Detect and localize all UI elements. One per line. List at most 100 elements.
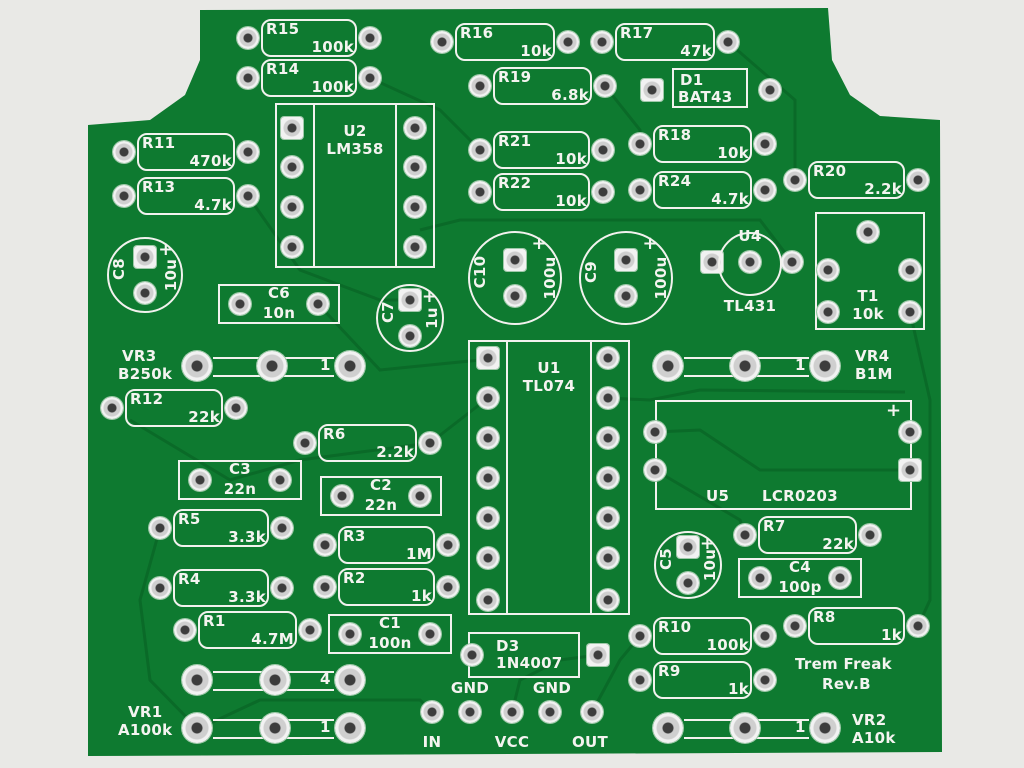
solder-pad (404, 117, 426, 139)
reference-label-c4: C4 (788, 558, 812, 576)
value-label-c9: 100u (652, 256, 670, 300)
electrolytic-outline-c9 (579, 231, 673, 325)
pot-pad-vr3 (257, 351, 287, 381)
solder-pad (307, 293, 329, 315)
diode-outline-d1 (672, 68, 748, 108)
solder-pad (677, 572, 699, 594)
value-label-c3: 22n (223, 480, 257, 498)
value-label-r12: 22k (188, 408, 220, 426)
solder-pad (477, 547, 499, 569)
solder-pad (594, 75, 616, 97)
solder-pad (469, 139, 491, 161)
solder-pad (557, 31, 579, 53)
value-label-r5: 3.3k (228, 528, 266, 546)
value-label-c8: 10u (162, 258, 180, 292)
reference-label-u1: U1 (537, 359, 561, 377)
solder-pad (469, 181, 491, 203)
solder-pad (281, 196, 303, 218)
solder-pad (149, 517, 171, 539)
solder-pad (907, 169, 929, 191)
reference-label-r11: R11 (142, 134, 176, 152)
reference-label-t1: T1 (857, 287, 879, 305)
value-label-c5: 10u (701, 548, 719, 582)
solder-pad (587, 644, 609, 666)
solder-pad (615, 249, 637, 271)
resistor-outline-r10 (653, 617, 752, 655)
solder-pad (734, 524, 756, 546)
solder-pad (859, 524, 881, 546)
value-label-r10: 100k (706, 636, 749, 654)
resistor-outline-r4 (173, 569, 269, 607)
solder-pad (314, 534, 336, 556)
solder-pad (759, 79, 781, 101)
value-label-vr3: B250k (118, 365, 173, 383)
electrolytic-outline-c5 (654, 531, 722, 599)
pot-pad-vr2 (653, 713, 683, 743)
resistor-outline-r3 (338, 526, 435, 564)
optocoupler-outline-u5 (655, 400, 912, 510)
pin-marker-vr1: 1 (320, 718, 331, 736)
polarity-plus-mark: + (642, 233, 658, 254)
solder-pad (817, 301, 839, 323)
capacitor-outline-c3 (178, 460, 302, 500)
reference-label-r16: R16 (460, 24, 494, 42)
connector-label-gnd-left: GND (450, 679, 490, 697)
solder-pad (597, 589, 619, 611)
reference-label-c10: C10 (471, 255, 489, 289)
solder-pad (899, 459, 921, 481)
solder-pad (629, 669, 651, 691)
pot-pad-vr1 (335, 713, 365, 743)
resistor-outline-r6 (318, 424, 417, 462)
solder-pad (237, 141, 259, 163)
solder-pad (437, 534, 459, 556)
solder-pad (754, 625, 776, 647)
reference-label-r24: R24 (658, 172, 692, 190)
solder-pad (314, 576, 336, 598)
reference-label-r18: R18 (658, 126, 692, 144)
value-label-u2: LM358 (326, 140, 384, 158)
reference-label-vr1: VR1 (128, 703, 163, 721)
reference-label-c2: C2 (369, 476, 393, 494)
solder-pad (294, 432, 316, 454)
solder-pad (409, 485, 431, 507)
solder-pad (504, 249, 526, 271)
resistor-outline-r11 (137, 133, 235, 171)
value-label-r3: 1M (406, 545, 432, 563)
solder-pad (597, 427, 619, 449)
solder-pad (644, 421, 666, 443)
solder-pad (339, 623, 361, 645)
connector-label-in: IN (422, 733, 442, 751)
reference-label-r19: R19 (498, 68, 532, 86)
reference-label-r8: R8 (813, 608, 836, 626)
solder-pad (134, 246, 156, 268)
solder-pad (717, 31, 739, 53)
capacitor-outline-c2 (320, 476, 442, 516)
resistor-outline-r24 (653, 171, 752, 209)
solder-pad (437, 576, 459, 598)
electrolytic-outline-c8 (107, 237, 183, 313)
solder-pad (229, 293, 251, 315)
solder-pad (404, 236, 426, 258)
solder-pad (399, 325, 421, 347)
solder-pad (817, 259, 839, 281)
pot-pad-vr4 (653, 351, 683, 381)
solder-pad (174, 619, 196, 641)
solder-pad (477, 467, 499, 489)
solder-pad (829, 567, 851, 589)
connector-pad-vcc (501, 701, 523, 723)
value-label-r13: 4.7k (194, 196, 232, 214)
solder-pad (784, 615, 806, 637)
solder-pad (592, 139, 614, 161)
value-label-d1: BAT43 (678, 88, 733, 106)
solder-pad (237, 27, 259, 49)
resistor-outline-r1 (198, 611, 297, 649)
solder-pad (281, 236, 303, 258)
solder-pad (504, 285, 526, 307)
value-label-c7: 1u (423, 307, 441, 329)
polarity-plus-mark: + (531, 233, 547, 254)
value-label-r20: 2.2k (864, 180, 902, 198)
solder-pad (101, 397, 123, 419)
reference-label-r22: R22 (498, 174, 532, 192)
pot-pad-vr1 (182, 665, 212, 695)
